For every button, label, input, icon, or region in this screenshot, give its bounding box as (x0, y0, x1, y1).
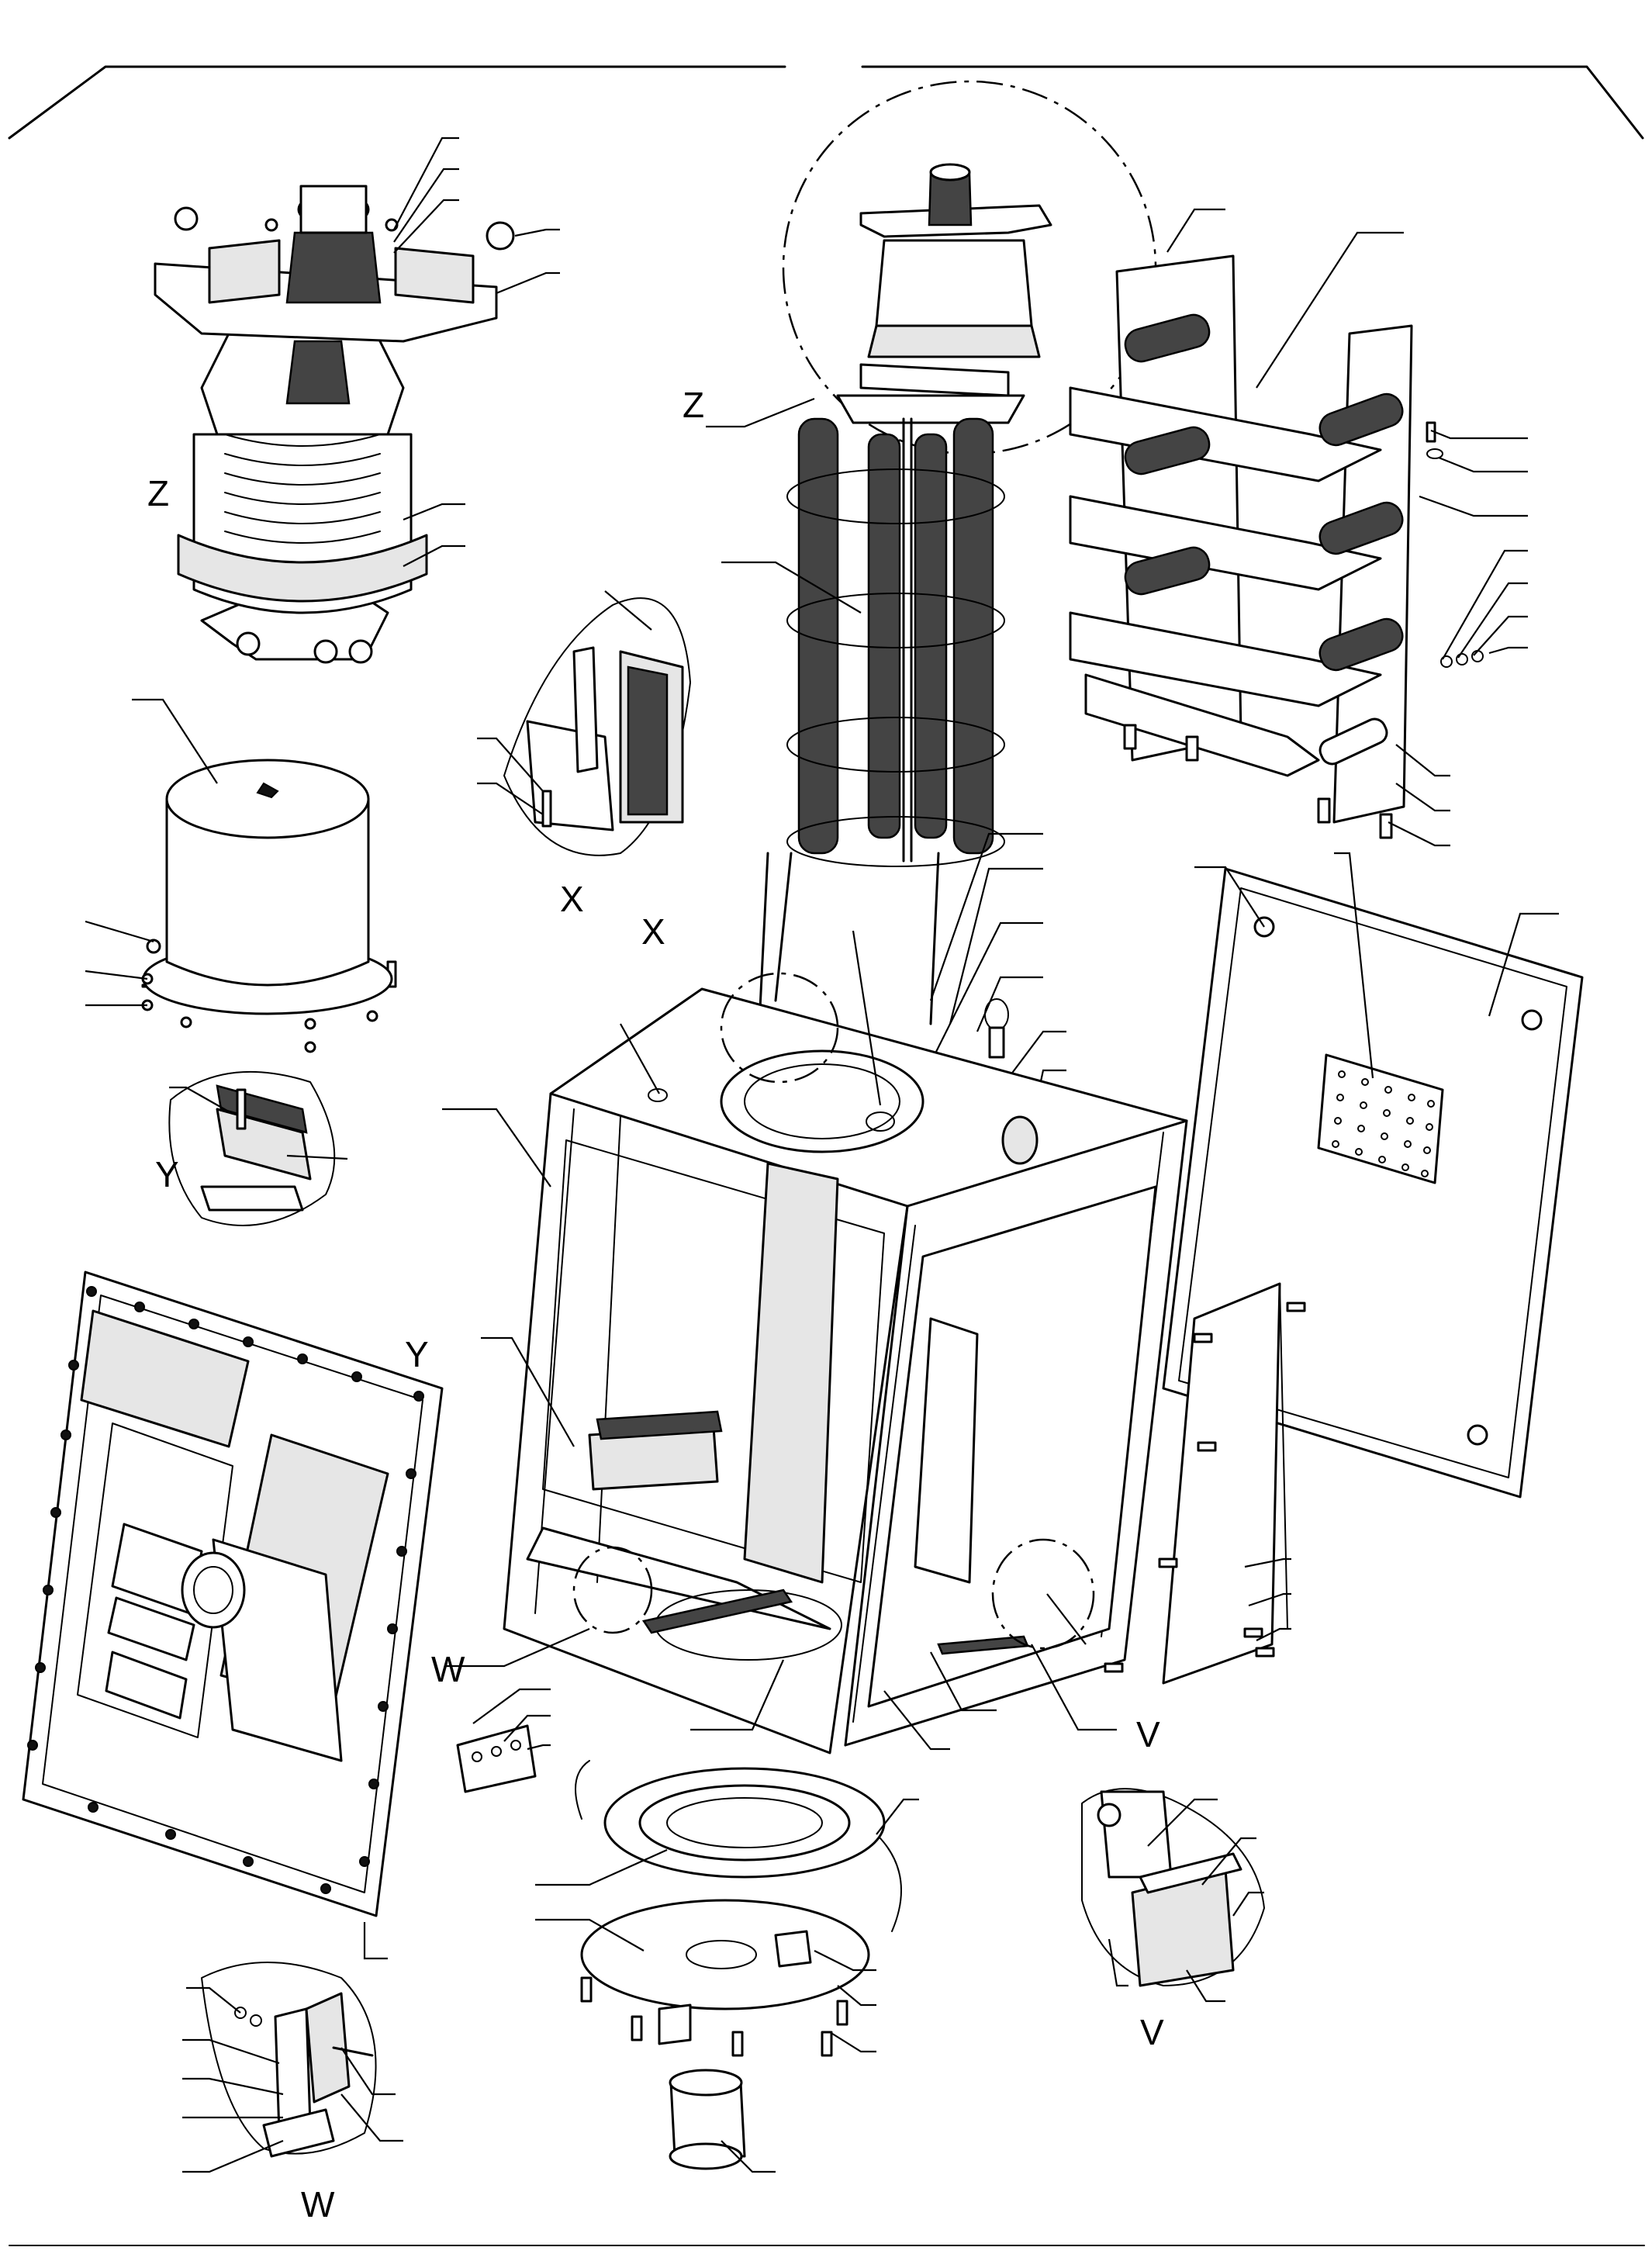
w-bracket (456, 1688, 551, 1793)
label-w-frame: W (431, 1649, 465, 1689)
label-w-detail: W (301, 2184, 335, 2225)
base-plate (535, 1899, 876, 2057)
panel-bolts (27, 1286, 424, 1894)
label-v-detail: V (1140, 2012, 1164, 2052)
detail-x: X (477, 590, 691, 919)
side-plate-screws (1104, 1302, 1306, 1673)
label-z-column: Z (683, 385, 704, 425)
label-z-top: Z (147, 473, 169, 513)
w-detail-leaders (182, 1986, 403, 2173)
arm-3 (1069, 546, 1404, 707)
z-stack-rings (224, 434, 381, 544)
insulator-column: Z (683, 80, 1157, 1125)
z-nuts (174, 206, 515, 664)
label-y-detail: Y (155, 1154, 179, 1194)
access-panel-left (22, 1270, 444, 1960)
arm-4 (1084, 673, 1388, 777)
eye-bolt (984, 998, 1009, 1059)
column-sheds-center (867, 433, 948, 839)
label-x-frame: X (641, 911, 665, 952)
column-rods (759, 852, 940, 1025)
bottom-bushing (669, 2069, 776, 2173)
sheet-border (8, 65, 1645, 2246)
detail-z-operating-head: Z (147, 137, 560, 664)
label-y-frame: Y (405, 1334, 429, 1374)
detail-w: W (182, 1962, 403, 2225)
detail-v: V (1081, 1788, 1265, 2052)
arm-2 (1069, 426, 1404, 591)
column-leaders (706, 397, 1066, 1125)
contact-arms-assembly (1069, 208, 1528, 847)
vent-grid (1332, 1070, 1435, 1177)
bottom-flange (535, 1760, 919, 1932)
main-frame: X Y W V (405, 911, 1188, 1754)
arm-leaders (1166, 208, 1528, 847)
column-sheds-right (952, 417, 994, 855)
label-x-detail: X (560, 879, 584, 919)
arm-1 (1069, 313, 1404, 482)
arm-bolts (1123, 421, 1484, 839)
detail-y: Y (155, 1070, 348, 1226)
z-leaders (393, 137, 560, 567)
side-cover-plate (1104, 1282, 1306, 1685)
cover-leaders (85, 698, 218, 1007)
cylindrical-cover (85, 698, 397, 1053)
label-v-frame: V (1136, 1714, 1160, 1754)
column-sheds-left (797, 417, 839, 855)
frame-leaders (442, 930, 1117, 1751)
